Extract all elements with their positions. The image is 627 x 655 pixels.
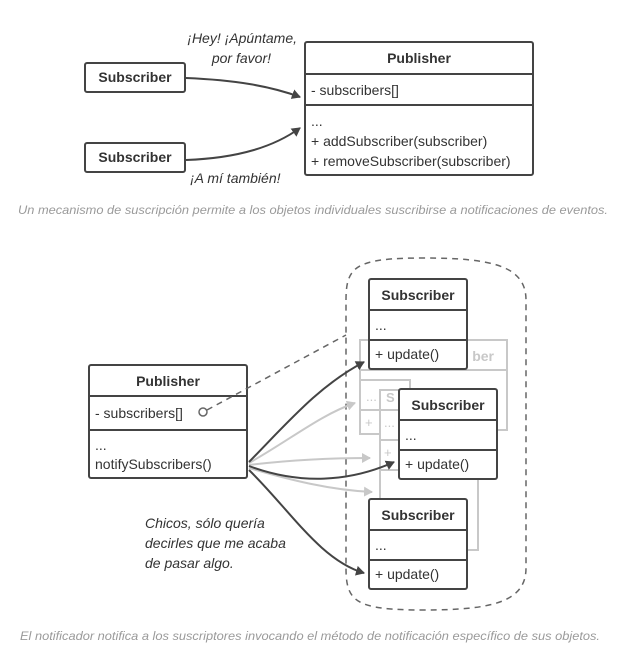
bottom-caption: El notificador notifica a los suscriptor… [20, 629, 600, 643]
aggregation-circle [198, 407, 208, 417]
top-arrow-2 [185, 127, 301, 161]
bottom-note-line1: Chicos, sólo quería [145, 515, 265, 531]
notify-arrow-3 [248, 469, 365, 576]
top-caption: Un mecanismo de suscripción permite a lo… [18, 203, 608, 217]
subscriber-3-method: + update() [375, 566, 439, 582]
bottom-publisher-field: - subscribers[] [95, 405, 183, 421]
ghost-plus-2: + [384, 445, 392, 460]
ghost-s-letter: S [386, 390, 395, 405]
top-subscriber-2-label: Subscriber [98, 149, 172, 165]
ghost-arrow-1 [248, 400, 356, 464]
subscriber-2-ellipsis: ... [405, 427, 417, 443]
top-publisher-field: - subscribers[] [311, 82, 399, 98]
top-note-1-line1: ¡Hey! ¡Apúntame, [187, 30, 297, 46]
subscriber-1-title: Subscriber [381, 287, 455, 303]
notify-arrow-1 [248, 361, 365, 463]
ghost-title-fragment: ber [472, 348, 494, 364]
top-note-2: ¡A mí también! [190, 170, 281, 186]
subscriber-box-3: Subscriber ... + update() [368, 498, 468, 590]
top-publisher-class: Publisher - subscribers[] ... + addSubsc… [304, 41, 534, 176]
bottom-note-line2: decirles que me acaba [145, 535, 286, 551]
ghost-plus-1: + [365, 415, 373, 430]
top-publisher-method-remove: + removeSubscriber(subscriber) [311, 153, 511, 169]
subscriber-2-method: + update() [405, 456, 469, 472]
bottom-publisher-class: Publisher - subscribers[] ... notifySubs… [88, 364, 248, 479]
ghost-ellipsis-2: ... [384, 415, 395, 430]
subscriber-2-title: Subscriber [411, 397, 485, 413]
top-arrow-1 [185, 77, 301, 99]
subscriber-box-1: Subscriber ... + update() [368, 278, 468, 370]
subscriber-3-title: Subscriber [381, 507, 455, 523]
ghost-arrow-3 [248, 467, 373, 497]
subscriber-box-2: Subscriber ... + update() [398, 388, 498, 480]
bottom-publisher-method: notifySubscribers() [95, 456, 212, 472]
top-subscriber-1-label: Subscriber [98, 69, 172, 85]
subscriber-3-ellipsis: ... [375, 537, 387, 553]
bottom-publisher-ellipsis: ... [95, 437, 107, 453]
ghost-ellipsis-1: ... [366, 389, 377, 404]
aggregation-link [206, 334, 347, 411]
top-subscriber-2: Subscriber [84, 142, 186, 173]
top-publisher-title: Publisher [387, 50, 451, 66]
subscriber-1-method: + update() [375, 346, 439, 362]
bottom-note-line3: de pasar algo. [145, 555, 234, 571]
top-subscriber-1: Subscriber [84, 62, 186, 93]
top-publisher-ellipsis: ... [311, 113, 323, 129]
bottom-publisher-title: Publisher [136, 373, 200, 389]
top-note-1-line2: por favor! [211, 50, 271, 66]
ghost-arrow-2 [248, 453, 371, 466]
top-publisher-method-add: + addSubscriber(subscriber) [311, 133, 487, 149]
subscriber-1-ellipsis: ... [375, 317, 387, 333]
notify-arrow-2 [248, 460, 395, 480]
